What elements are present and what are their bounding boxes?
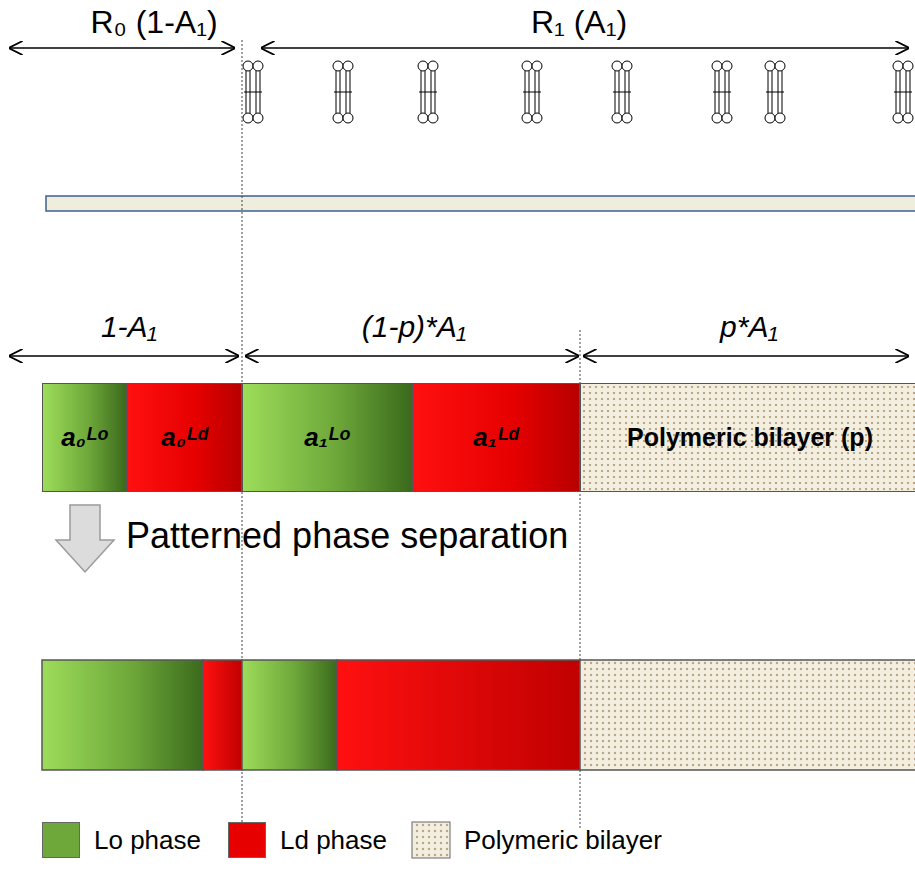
fraction-label: 1-A₁: [97, 310, 161, 344]
ld-region: [337, 660, 580, 770]
lipid-icon: [712, 61, 732, 123]
dimension-arrow: [584, 355, 908, 356]
phase-box: a₁ᴸᵒ: [242, 383, 412, 492]
phase-box: a₀ᴸᵈ: [127, 383, 242, 492]
phase-box: a₀ᴸᵒ: [42, 383, 127, 492]
polymer-box: Polymeric bilayer (p): [580, 383, 915, 492]
polymer-region: [580, 660, 915, 770]
legend-text: Polymeric bilayer: [464, 825, 662, 856]
dimension-arrow: [246, 355, 578, 356]
lipid-icon: [333, 61, 353, 123]
box-label: a₁ᴸᵈ: [469, 423, 522, 453]
lo-region: [42, 660, 203, 770]
fraction-label: (1-p)*A₁: [358, 310, 471, 344]
fraction-label: p*A₁: [716, 310, 782, 344]
dimension-arrow: [10, 355, 238, 356]
substrate-bar: [46, 196, 915, 211]
lipid-molecules: [243, 61, 913, 123]
legend-swatch: [228, 822, 266, 858]
legend-text: Lo phase: [94, 825, 201, 856]
box-label: a₁ᴸᵒ: [300, 423, 354, 453]
lipid-icon: [522, 61, 542, 123]
lipid-icon: [893, 61, 913, 123]
legend-entry: Lo phase: [42, 822, 201, 858]
legend-entry: Ld phase: [228, 822, 387, 858]
legend-entry: Polymeric bilayer: [412, 822, 662, 858]
box-label: Polymeric bilayer (p): [623, 423, 877, 452]
dimension-arrow: [262, 47, 908, 48]
region-label: R₀ (1-A₁): [86, 4, 221, 41]
box-label: a₀ᴸᵒ: [57, 423, 112, 453]
legend-swatch: [42, 822, 80, 858]
box-label: a₀ᴸᵈ: [157, 423, 211, 453]
dimension-arrow: [10, 47, 234, 48]
lipid-icon: [418, 61, 438, 123]
process-label: Patterned phase separation: [126, 515, 568, 557]
lipid-icon: [243, 61, 263, 123]
lipid-icon: [765, 61, 785, 123]
legend-text: Ld phase: [280, 825, 387, 856]
legend-swatch: [412, 822, 450, 858]
ld-region: [203, 660, 242, 770]
process-arrow: [56, 505, 114, 572]
lipid-icon: [612, 61, 632, 123]
phase-box: a₁ᴸᵈ: [412, 383, 580, 492]
region-label: R₁ (A₁): [527, 4, 631, 41]
lo-region: [242, 660, 337, 770]
